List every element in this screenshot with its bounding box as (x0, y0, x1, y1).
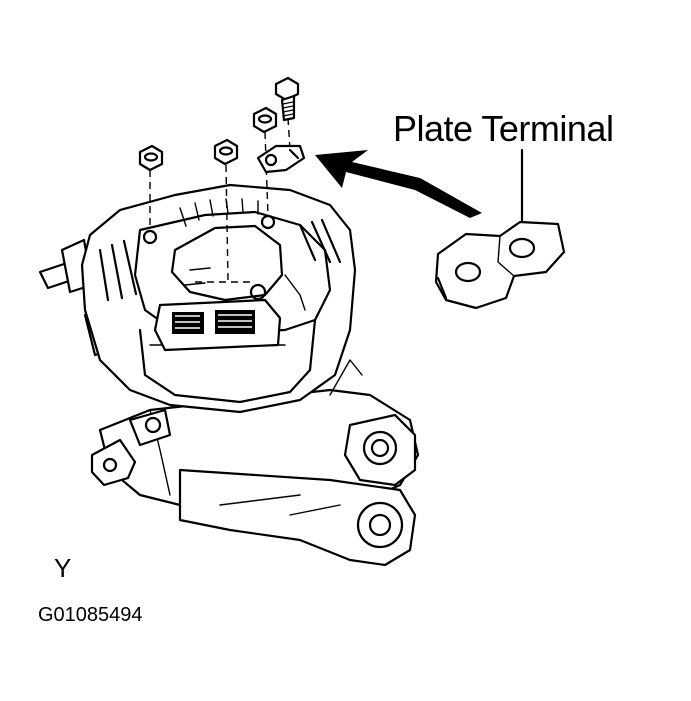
nut-center (213, 138, 239, 166)
mounting-bracket (90, 359, 420, 567)
plate-terminal-installed (256, 144, 306, 174)
alternator (80, 183, 357, 447)
plate-terminal-label: Plate Terminal (393, 108, 614, 149)
view-letter: Y (54, 553, 72, 583)
bolt (274, 76, 300, 122)
install-lines (149, 117, 291, 283)
figure-code: G01085494 (38, 604, 143, 626)
install-arrow (315, 150, 482, 218)
plate-terminal (434, 220, 566, 310)
nut-right (252, 106, 278, 134)
nut-left (138, 144, 164, 172)
